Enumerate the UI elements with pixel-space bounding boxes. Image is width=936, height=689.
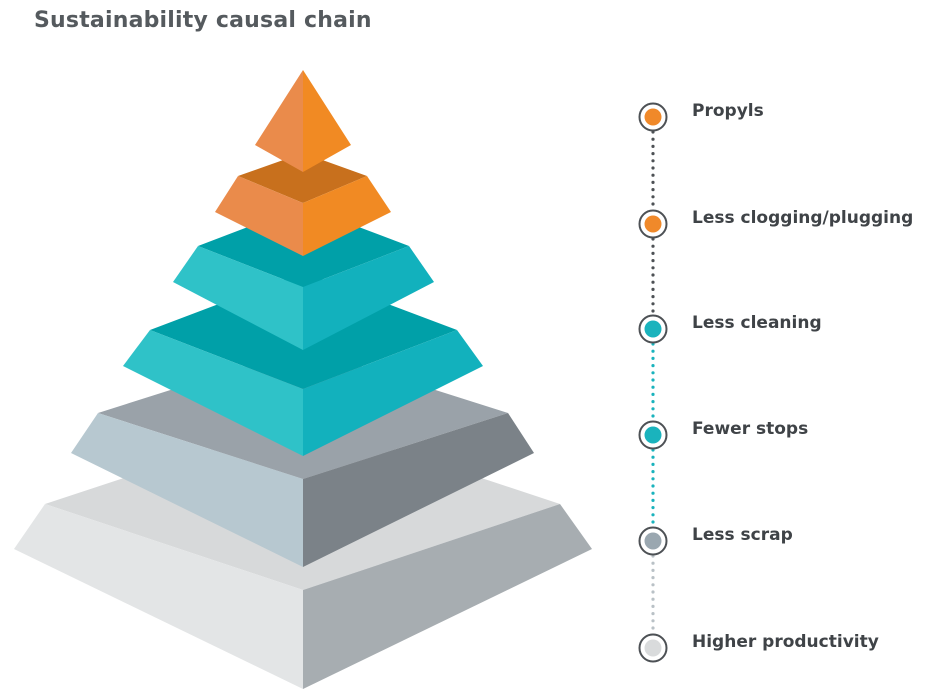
chain-label: Propyls [692, 101, 764, 121]
chain-node-dot [644, 215, 662, 233]
pyramid-layer-2-right [303, 176, 391, 256]
chain-connector-dot [651, 470, 655, 474]
chain-connector-dot [651, 455, 655, 459]
pyramid-layer-2 [215, 153, 391, 256]
chain-connector-dot [651, 295, 655, 299]
chain-connector-dot [651, 364, 655, 368]
chain-connector-dot [651, 590, 655, 594]
pyramid-apex-right [303, 70, 351, 172]
chain-node-dot [644, 532, 662, 550]
pyramid-layer-6-left [14, 504, 303, 689]
chain-connector-dot [651, 597, 655, 601]
chain-connector-dot [651, 173, 655, 177]
chain-connector-dot [651, 407, 655, 411]
chain-connector-dot [651, 462, 655, 466]
chain-connector-dot [651, 309, 655, 313]
chain-connector-dot [651, 202, 655, 206]
chain-connector-dot [651, 498, 655, 502]
chain-connector-dot [651, 302, 655, 306]
chain-node-dot [644, 639, 662, 657]
chain-connector-dot [651, 371, 655, 375]
chain-connector-dot [651, 484, 655, 488]
chain-connector-dot [651, 626, 655, 630]
chain-connector-dot [651, 152, 655, 156]
pyramid-layer-3-right [303, 246, 434, 350]
chain-connector-dot [651, 520, 655, 524]
chain-connector-dot [651, 385, 655, 389]
chain-connector-dot [651, 604, 655, 609]
chain-node-dot [644, 426, 662, 444]
chain-connector-dot [651, 506, 655, 510]
chain-label: Higher productivity [692, 632, 879, 652]
chain-connector-dot [651, 356, 655, 360]
chain-label: Fewer stops [692, 419, 809, 439]
pyramid-layer-2-top [238, 153, 367, 203]
chain-connector-dot [651, 612, 655, 616]
chain-node-dot [644, 320, 662, 338]
chain-connector-dot [651, 144, 655, 148]
chain-connector-dot [651, 166, 655, 170]
chain-label: Less cleaning [692, 313, 822, 333]
chain-connector-dot [651, 392, 655, 396]
chain-connector-dot [651, 159, 655, 163]
chain-connector-dot [651, 619, 655, 623]
chain-connector-dot [651, 378, 655, 382]
pyramid-layer-4-right [303, 330, 483, 456]
chain-connector-dot [651, 259, 655, 263]
chain-connector-dot [651, 188, 655, 192]
pyramid-layer-6-right [303, 504, 592, 689]
pyramid-layer-2-left [215, 176, 303, 256]
chain-connector-dot [651, 414, 655, 418]
pyramid-apex [255, 70, 351, 172]
chain-connector-dot [651, 583, 655, 587]
chain-connector-dot [651, 568, 655, 573]
pyramid-layer-5-right [303, 413, 534, 567]
chain-connector-dot [651, 266, 655, 270]
chain-connector-dot [651, 513, 655, 517]
chain-connector-dot [651, 561, 655, 565]
chain-connector-dot [651, 137, 655, 141]
pyramid-layer-5-left [71, 413, 303, 567]
chain-connector-dot [651, 349, 655, 353]
chain-connector-dot [651, 244, 655, 248]
chain-connector-dot [651, 491, 655, 495]
chain-node-dot [644, 108, 662, 126]
chain-label: Less clogging/plugging [692, 208, 914, 228]
chain-connector-dot [651, 477, 655, 481]
chain-connector-dot [651, 251, 655, 255]
page-title: Sustainability causal chain [34, 8, 372, 33]
chain-connector-dot [651, 400, 655, 404]
chain-connector-dot [651, 180, 655, 184]
pyramid-layer-3-left [173, 246, 303, 350]
chain-connector-dot [651, 287, 655, 291]
pyramid-apex-left [255, 70, 303, 172]
pyramid-layer-4-left [123, 330, 303, 456]
chain-connector-dot [651, 576, 655, 580]
chain-connector-dot [651, 195, 655, 199]
chain-connector-dot [651, 280, 655, 284]
chain-connector-dot [651, 273, 655, 277]
chain-label: Less scrap [692, 525, 793, 545]
